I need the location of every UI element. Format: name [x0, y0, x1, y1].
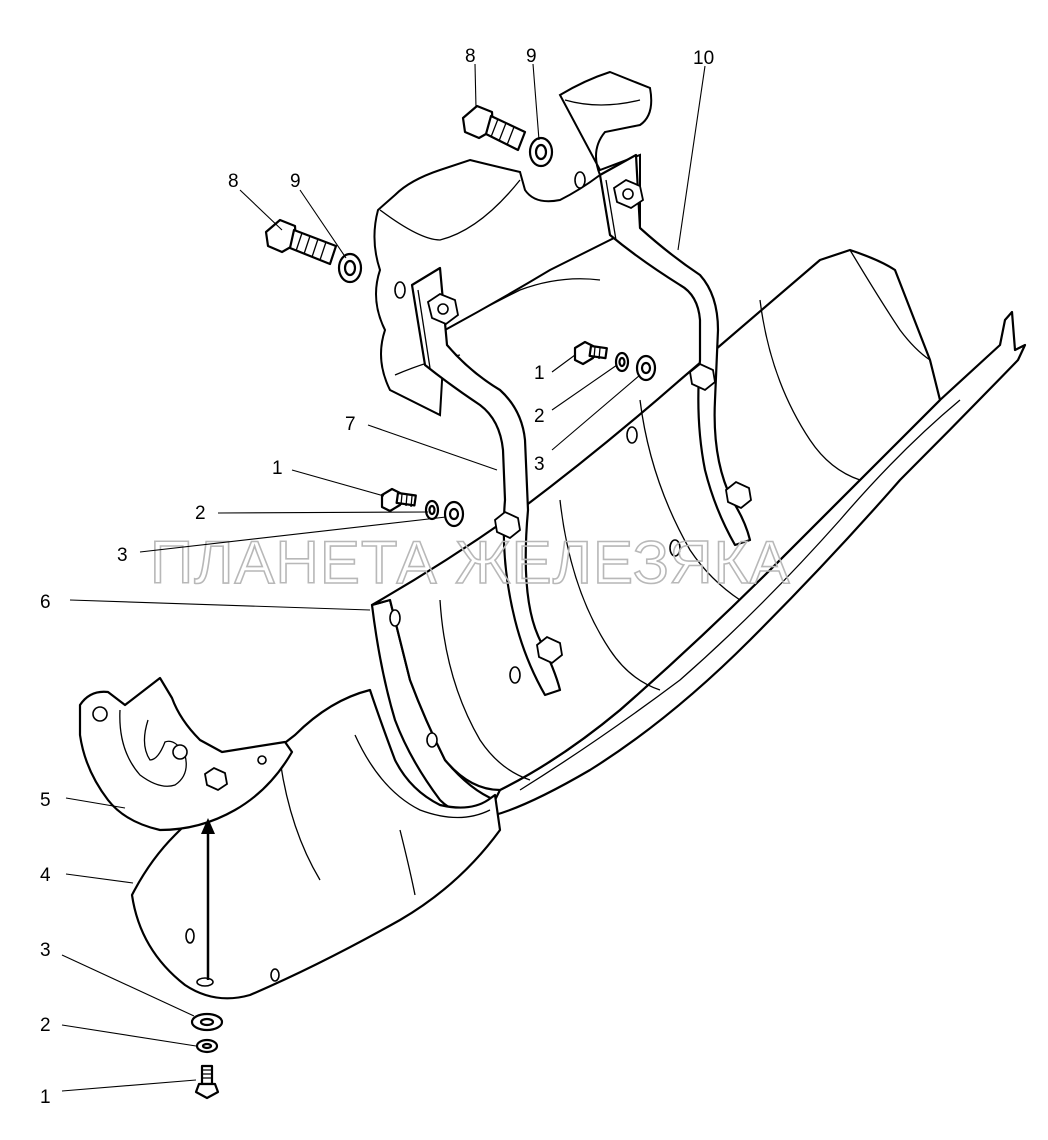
callout-9-left: 9 [290, 171, 301, 192]
callout-7: 7 [345, 414, 356, 435]
leader-lines [61, 63, 706, 1092]
hanger-strap-left [410, 266, 563, 697]
callout-6: 6 [40, 592, 51, 613]
callout-10: 10 [693, 48, 714, 69]
assembly-arrow [201, 818, 215, 980]
callout-2-right: 2 [534, 406, 545, 427]
callout-5: 5 [40, 790, 51, 811]
callout-3-right: 3 [534, 454, 545, 475]
callout-1-middle: 1 [272, 458, 283, 479]
callout-3-bottom: 3 [40, 940, 51, 961]
fastener-stack-right [573, 340, 657, 382]
callout-9-top: 9 [526, 46, 537, 67]
bolt-top [461, 104, 554, 168]
bolt-left-upper [264, 218, 363, 284]
frame-bracket [373, 70, 653, 417]
callout-1-bottom: 1 [40, 1087, 51, 1108]
callout-4: 4 [40, 865, 51, 886]
callout-8-top: 8 [465, 46, 476, 67]
callout-3-middle: 3 [117, 545, 128, 566]
fastener-stack-bottom [190, 1012, 224, 1100]
watermark: ПЛАНЕТА ЖЕЛЕЗЯКА [150, 529, 791, 596]
hanger-strap-right [598, 153, 752, 547]
callout-8-left: 8 [228, 171, 239, 192]
callout-2-middle: 2 [195, 503, 206, 524]
fastener-stack-middle [380, 487, 465, 528]
mounting-bracket [78, 676, 294, 832]
callouts: 1 2 3 4 5 6 7 1 2 3 1 2 3 8 9 8 9 10 [40, 46, 714, 1108]
callout-2-bottom: 2 [40, 1015, 51, 1036]
callout-1-right: 1 [534, 363, 545, 384]
